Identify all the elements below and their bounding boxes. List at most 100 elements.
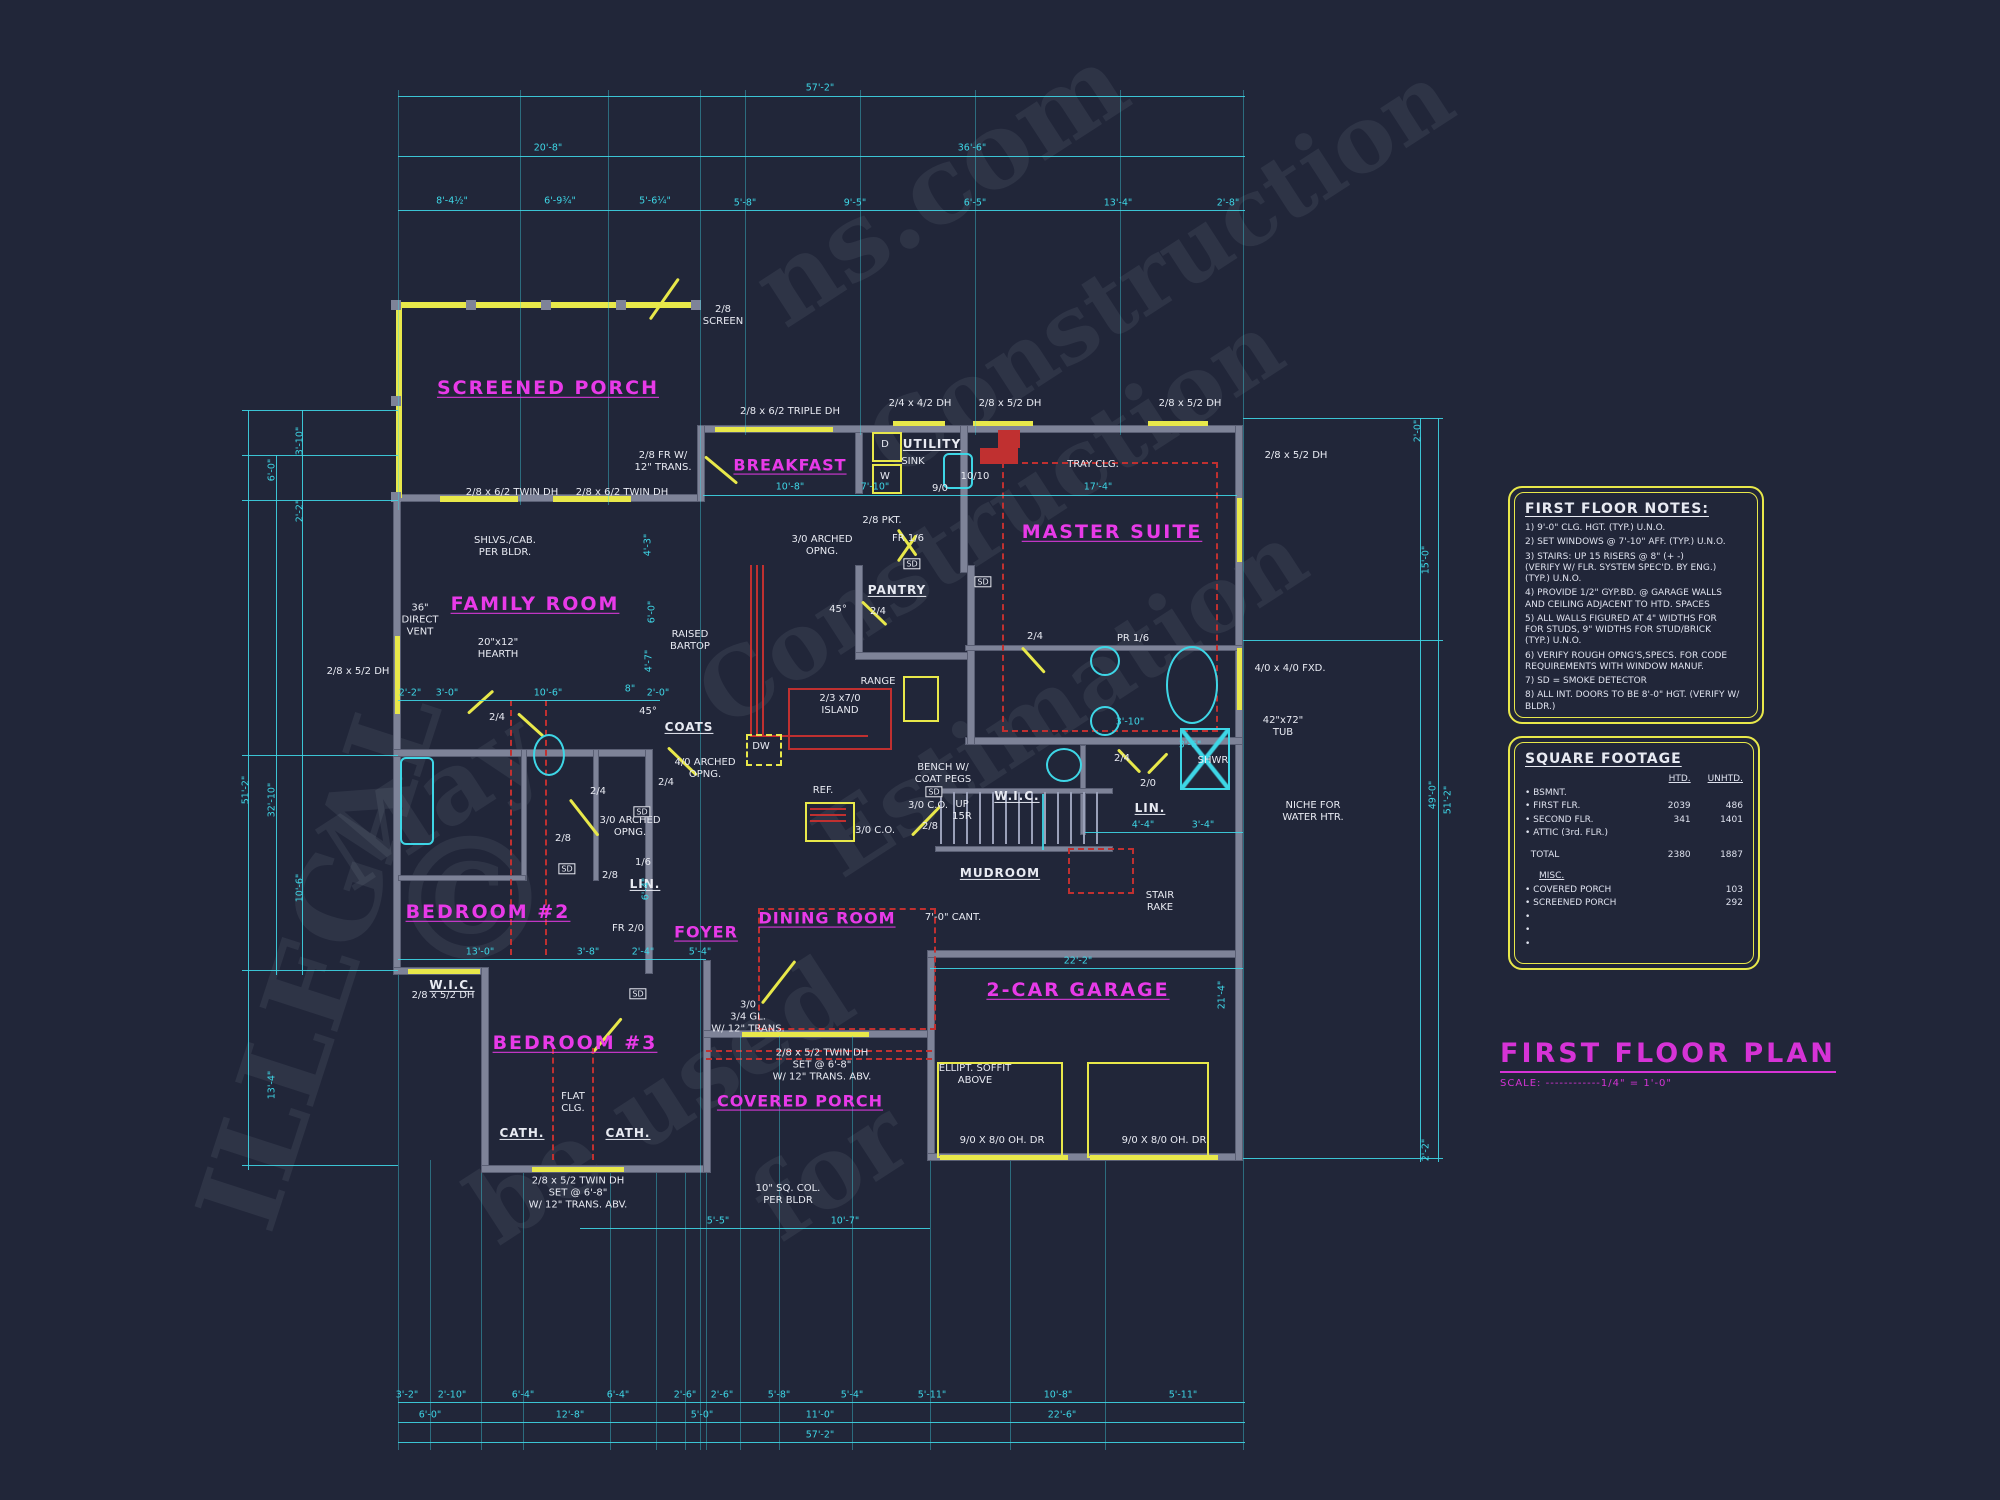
extension-line (398, 90, 399, 510)
table-cell (1691, 870, 1743, 884)
misc-title: MISC. (1539, 871, 1565, 881)
misc-label: • (1525, 911, 1531, 922)
dimension-label: 5'-11" (1168, 1389, 1198, 1401)
area-label: UTILITY (902, 436, 962, 451)
dim-line (1085, 832, 1243, 833)
stair-tread (1083, 792, 1085, 844)
dimension-label: 2'-2" (1420, 1138, 1432, 1162)
wall (927, 950, 1243, 958)
annotation: RANGE (860, 676, 896, 688)
dimension-label: 10'-6" (294, 873, 306, 903)
annotation: 2/8 x 6/2 TWIN DH (465, 487, 559, 499)
column-header-unhtd: UNHTD. (1707, 774, 1743, 784)
extension-line (930, 1161, 931, 1450)
porch-post (616, 300, 626, 310)
note-item: 4) PROVIDE 1/2" GYP.BD. @ GARAGE WALLS A… (1525, 588, 1722, 610)
dimension-label: 51'-2" (240, 775, 252, 805)
misc-label: • (1525, 938, 1531, 949)
extension-line (852, 1036, 853, 1450)
column-header-htd: HTD. (1668, 774, 1691, 784)
row-htd (1645, 787, 1691, 801)
extension-line (1243, 90, 1244, 1450)
wall (965, 737, 1243, 745)
annotation: 2/8 x 6/2 TWIN DH (575, 487, 669, 499)
porch-post (691, 300, 701, 310)
room-label: MASTER SUITE (1021, 520, 1203, 543)
annotation: 9/0 X 8/0 OH. DR (1121, 1135, 1207, 1147)
annotation: BENCH W/ COAT PEGS (914, 762, 972, 785)
annotation: 42"x72" TUB (1262, 715, 1304, 738)
counter-line (810, 808, 846, 810)
extension-line (975, 90, 976, 435)
wall (935, 788, 1113, 794)
dimension-label: 32'-10" (266, 782, 278, 818)
dim-line (242, 500, 398, 501)
window (1237, 498, 1242, 562)
annotation: 3/0 3/4 GL. W/ 12" TRANS. (711, 999, 785, 1034)
area-label: CATH. (499, 1125, 545, 1140)
dimension-label: 4'-7" (643, 649, 655, 673)
annotation: W (880, 471, 890, 483)
dim-line (398, 210, 1245, 211)
dim-line (242, 755, 398, 756)
row-label: • FIRST FLR. (1525, 801, 1581, 811)
annotation: 2/4 (869, 606, 887, 618)
annotation: 36" DIRECT VENT (401, 602, 439, 637)
dimension-label: 2'-2" (294, 499, 306, 523)
dimension-label: 10'-8" (1043, 1389, 1073, 1401)
dimension-label: 5'-4" (688, 946, 712, 958)
dim-line (398, 700, 660, 701)
dim-line (1243, 418, 1443, 419)
window (553, 496, 631, 502)
dimension-label: 20'-8" (533, 142, 563, 154)
dimension-label: 3'-10" (1115, 716, 1145, 728)
wall (521, 749, 527, 881)
dim-line (398, 959, 706, 960)
room-label: FOYER (674, 922, 738, 942)
smoke-detector-marker: SD (925, 786, 943, 798)
extension-line (740, 1036, 741, 1450)
annotation: TRAY CLG. (1067, 459, 1119, 471)
table-cell (1645, 924, 1691, 938)
spacer (1525, 841, 1743, 849)
annotation: FR 1/6 (892, 533, 924, 545)
window (408, 969, 480, 974)
dimension-label: 13'-4" (266, 1070, 278, 1100)
misc-unhtd (1691, 924, 1743, 938)
dimension-label: 17'-4" (1083, 481, 1113, 493)
notes-list: 1) 9'-0" CLG. HGT. (TYP.) U.N.O.2) SET W… (1525, 523, 1747, 713)
annotation: SHLVS./CAB. PER BLDR. (474, 535, 536, 558)
annotation: SINK (901, 456, 925, 468)
wall (703, 960, 711, 1038)
annotation: 3/0 ARCHED OPNG. (791, 534, 853, 557)
row-unhtd: 1401 (1720, 814, 1743, 825)
area-label: W.I.C. (994, 788, 1040, 803)
extension-line (656, 1173, 657, 1450)
row-label: • SECOND FLR. (1525, 814, 1594, 825)
fixture-outline (805, 802, 855, 842)
window (440, 496, 518, 502)
ceiling-dash-line (510, 700, 514, 955)
dimension-label: 4'-3" (642, 533, 654, 557)
dimension-label: 6'-0" (418, 1409, 442, 1421)
ceiling-dash-line (545, 700, 549, 955)
fixture-outline (903, 676, 939, 722)
room-label: DINING ROOM (758, 908, 896, 928)
dimension-label: 3'-8" (576, 946, 600, 958)
room-label: BREAKFAST (733, 455, 847, 475)
fixture (1090, 706, 1120, 736)
dimension-label: 10'-6" (533, 687, 563, 699)
dim-line (276, 455, 277, 975)
wall (398, 875, 526, 881)
dimension-label: 10'-7" (830, 1215, 860, 1227)
extension-line (745, 90, 746, 435)
smoke-detector-marker: SD (558, 863, 576, 875)
porch-post (391, 396, 401, 406)
annotation: FLAT CLG. (561, 1091, 585, 1114)
dimension-label: 2'-10" (437, 1389, 467, 1401)
porch-post (391, 492, 401, 502)
dimension-label: 2'-0" (1412, 419, 1424, 443)
misc-label: • SCREENED PORCH (1525, 898, 1617, 908)
total-label: TOTAL (1525, 849, 1560, 860)
wall (645, 749, 653, 974)
